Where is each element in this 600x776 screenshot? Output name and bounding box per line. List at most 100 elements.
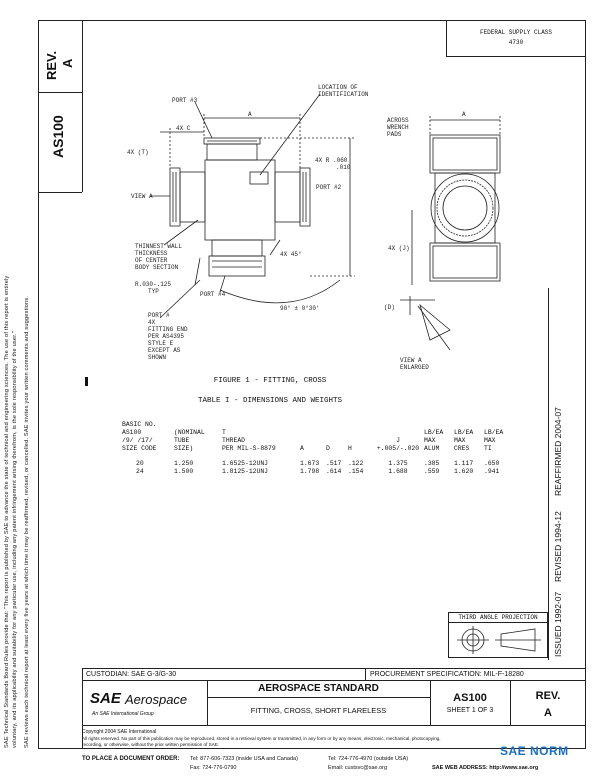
label-port1a: PORT # — [148, 312, 170, 319]
table-cell: .650 — [484, 460, 500, 467]
table-cell: .941 — [484, 468, 500, 475]
label-view-a2: ENLARGED — [400, 364, 429, 371]
table-header-cell: LB/EA — [484, 429, 504, 436]
table-header-cell: TI — [484, 445, 492, 452]
table-cell: 1.375 — [388, 460, 408, 467]
table-header-cell: AS100 — [122, 429, 142, 436]
footer-web[interactable]: SAE WEB ADDRESS: http://www.sae.org — [432, 765, 539, 771]
fsc-box-bottom — [446, 56, 586, 57]
label-wrench: WRENCH — [387, 124, 409, 131]
reaffirmed-date: REAFFIRMED 2004-07 — [553, 407, 563, 496]
label-thin4: BODY SECTION — [135, 264, 179, 271]
number-divider — [430, 680, 431, 725]
label-dim-d: (D) — [384, 304, 395, 311]
table-header-cell: +.005/-.020 — [376, 445, 420, 452]
disclaimer-line-3: SAE reviews each technical report at lea… — [24, 295, 30, 748]
table-header-cell: ALUM — [424, 445, 440, 452]
title-block-subline — [82, 680, 586, 681]
margin-mark — [85, 377, 88, 386]
footer-rights-2: recording, or otherwise, without the pri… — [82, 742, 220, 747]
label-location: LOCATION OF — [318, 84, 358, 91]
table-header-cell: T — [222, 429, 226, 436]
table-header-cell: MAX — [484, 437, 496, 444]
label-dim-4xj: 4X (J) — [388, 245, 410, 252]
table-header-row: AS100 (NOMINAL T LB/EA LB/EA LB/EA — [122, 429, 510, 437]
table-header-cell — [300, 421, 326, 429]
label-r2: TYP — [148, 288, 159, 295]
table-header-cell: TUBE — [174, 437, 190, 444]
document-title: FITTING, CROSS, SHORT FLARELESS — [250, 706, 387, 715]
table-header-cell: (NOMINAL — [174, 429, 205, 436]
table-header-cell — [348, 421, 372, 429]
table-cell: 24 — [136, 468, 144, 475]
rev-box-bottom — [38, 92, 82, 93]
table-header-cell — [326, 429, 348, 437]
table-spacer-row — [122, 453, 510, 460]
table-cell: 1.500 — [174, 468, 194, 475]
projection-label: THIRD ANGLE PROJECTION — [458, 614, 538, 621]
label-port1e: STYLE E — [148, 340, 174, 347]
table-cell: 1.6525-12UNJ — [222, 460, 269, 467]
label-dim-4xc: 4X C — [176, 125, 191, 132]
table-cell: .614 — [326, 468, 342, 475]
table-header-cell: LB/EA — [454, 429, 474, 436]
doc-number-rotated: AS100 — [50, 115, 66, 158]
table-header-cell: A — [300, 445, 304, 452]
table-header-row: BASIC NO. — [122, 421, 510, 429]
table-header-cell — [300, 429, 326, 437]
table-cell: .517 — [326, 460, 342, 467]
table-header-cell — [326, 437, 348, 445]
table-header-cell: MAX — [424, 437, 436, 444]
table-header-cell: LB/EA — [424, 429, 444, 436]
table-header-cell — [300, 437, 326, 445]
footer-email: Email: custsvc@sae.org — [328, 765, 388, 771]
table-header-cell: D — [326, 445, 330, 452]
history-strip-left — [548, 288, 549, 660]
table-cell: .154 — [348, 468, 364, 475]
table-header-cell — [372, 429, 424, 437]
fsc-value: 4730 — [508, 39, 524, 46]
label-angle90: 90° ± 0°30' — [280, 305, 320, 312]
table-header-cell — [348, 437, 372, 445]
logo-tagline: An SAE International Group — [92, 711, 154, 717]
table-header-cell — [326, 421, 348, 429]
footer-copyright: Copyright 2004 SAE International — [82, 729, 157, 735]
label-pads: PADS — [387, 131, 402, 138]
footer-tel-1: Tel: 877-606-7323 (inside USA and Canada… — [190, 756, 298, 762]
label-angle45: 4X 45° — [280, 251, 302, 258]
table-header-cell: PER MIL-S-8879 — [222, 445, 276, 452]
table-header-cell — [222, 421, 300, 429]
title-block-left — [82, 668, 83, 749]
label-thin1: THINNEST WALL — [135, 243, 182, 250]
table-header-cell: MAX — [454, 437, 466, 444]
table-header-cell: J — [396, 437, 400, 444]
label-port1b: 4X — [148, 319, 156, 326]
title-block-rev-value: A — [544, 707, 552, 719]
label-r1: R.030-.125 — [135, 281, 171, 288]
label-dim-a: A — [248, 111, 252, 118]
disclaimer-line-1: SAE Technical Standards Board Rules prov… — [4, 275, 10, 749]
label-port1g: SHOWN — [148, 354, 166, 361]
procurement-text: PROCUREMENT SPECIFICATION: MIL-F-18280 — [370, 671, 524, 678]
table-cell: 1.673 — [300, 460, 320, 467]
fsc-label: FEDERAL SUPPLY CLASS — [479, 29, 552, 36]
rev-divider — [510, 680, 511, 725]
table-cell: .559 — [424, 468, 440, 475]
label-port3: PORT #3 — [172, 97, 198, 104]
label-across: ACROSS — [387, 117, 409, 124]
table-header-cell: H — [348, 445, 352, 452]
label-port1f: EXCEPT AS — [148, 347, 181, 354]
label-port1c: FITTING END — [148, 326, 188, 333]
table-header-cell: BASIC NO. — [122, 421, 157, 428]
rev-value-rotated: A — [60, 58, 75, 68]
table-header-cell — [454, 421, 484, 429]
table-header-cell — [484, 421, 510, 429]
label-dim-4xt: 4X (T) — [127, 149, 149, 156]
label-view-a1: VIEW A — [400, 357, 422, 364]
logo-divider — [207, 680, 208, 725]
projection-box-divider — [448, 622, 548, 623]
docnum-box-bottom — [38, 192, 82, 193]
